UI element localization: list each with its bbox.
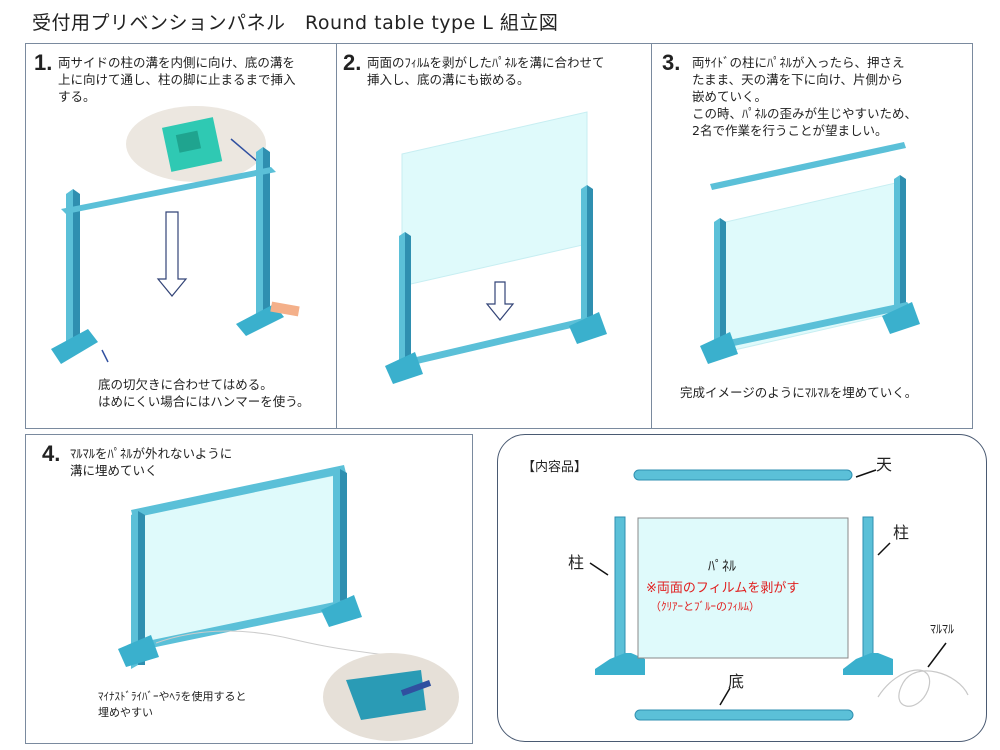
contents-header: 【内容品】	[522, 460, 588, 475]
step-4-illustration	[118, 465, 459, 741]
top-label: 天	[876, 455, 893, 474]
contents-illustration	[589, 469, 969, 721]
panel-sub-note: （ｸﾘｱｰとﾌﾞﾙｰのﾌｨﾙﾑ）	[650, 600, 760, 613]
panel-warning: ※両面のフィルムを剥がす	[646, 581, 800, 596]
step-1-number: 1.	[34, 50, 53, 75]
panel-label: ﾊﾟﾈﾙ	[708, 559, 736, 575]
step-4-text: ﾏﾙﾏﾙをﾊﾟﾈﾙが外れないように 溝に埋めていく	[70, 446, 233, 478]
left-pillar-part	[614, 516, 626, 666]
top-rail	[131, 465, 346, 518]
top-rail	[710, 142, 906, 190]
panel-sheet	[401, 111, 588, 287]
step-1-illustration	[51, 106, 300, 364]
step-3-number: 3.	[662, 50, 681, 75]
contents-box: 【内容品】 天 柱 柱 ﾊﾟﾈﾙ ※両面のフィルムを剥がす （ｸﾘｱｰとﾌﾞﾙｰ…	[497, 434, 987, 742]
cord-part	[877, 669, 969, 707]
step-3-illustration	[700, 142, 920, 364]
left-foot	[51, 329, 98, 364]
step-4-panel: 4. ﾏﾙﾏﾙをﾊﾟﾈﾙが外れないように 溝に埋めていく ﾏｲﾅｽﾄﾞﾗｲﾊﾞｰ…	[25, 434, 473, 744]
panel-sheet	[137, 474, 337, 646]
base-part	[634, 709, 854, 721]
left-pillar-label: 柱	[568, 553, 585, 572]
step-4-number: 4.	[42, 441, 61, 466]
top-part	[633, 469, 853, 481]
right-pillar-part	[862, 516, 874, 666]
step-2-illustration	[385, 111, 607, 384]
step-2-number: 2.	[343, 50, 362, 75]
step-4-note: ﾏｲﾅｽﾄﾞﾗｲﾊﾞｰやﾍﾗを使用すると 埋めやすい	[98, 690, 247, 719]
panel-part	[637, 517, 849, 659]
step-2-panel: 2. 両面のﾌｨﾙﾑを剥がしたﾊﾟﾈﾙを溝に合わせて 挿入し、底の溝にも嵌める。	[336, 43, 652, 429]
step-3-panel: 3. 両ｻｲﾄﾞの柱にﾊﾟﾈﾙが入ったら、押さえ たまま、天の溝を下に向け、片側…	[651, 43, 973, 429]
right-foot	[236, 304, 284, 336]
base-rail	[61, 167, 276, 214]
page-title: 受付用プリベンションパネル Round table type L 組立図	[32, 12, 559, 34]
right-pillar-label: 柱	[893, 523, 910, 542]
step-2-text: 両面のﾌｨﾙﾑを剥がしたﾊﾟﾈﾙを溝に合わせて 挿入し、底の溝にも嵌める。	[367, 55, 605, 87]
cord-label: ﾏﾙﾏﾙ	[930, 622, 955, 636]
step-1-text: 両サイドの柱の溝を内側に向け、底の溝を 上に向けて通し、柱の脚に止まるまで挿入 …	[58, 55, 296, 104]
step-1-panel: 1. 両サイドの柱の溝を内側に向け、底の溝を 上に向けて通し、柱の脚に止まるまで…	[25, 43, 337, 429]
step-3-note: 完成イメージのようにﾏﾙﾏﾙを埋めていく。	[680, 385, 918, 400]
base-label: 底	[728, 672, 745, 691]
step-1-note: 底の切欠きに合わせてはめる。 はめにくい場合にはハンマーを使う。	[98, 377, 310, 409]
step-3-text: 両ｻｲﾄﾞの柱にﾊﾟﾈﾙが入ったら、押さえ たまま、天の溝を下に向け、片側から …	[692, 55, 918, 138]
